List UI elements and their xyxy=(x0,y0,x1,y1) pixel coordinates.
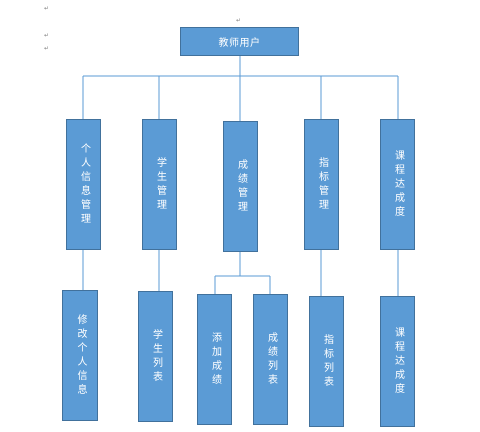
node-grade-management: 成绩管理 xyxy=(223,121,258,252)
node-label: 指标列表 xyxy=(321,333,333,390)
node-course-achievement-detail: 课程达成度 xyxy=(380,296,415,427)
node-student-management: 学生管理 xyxy=(142,119,177,250)
node-indicator-list: 指标列表 xyxy=(309,296,344,427)
node-label: 学生管理 xyxy=(154,156,166,213)
paragraph-mark: ↵ xyxy=(44,5,50,12)
node-indicator-management: 指标管理 xyxy=(304,119,339,250)
paragraph-mark: ↵ xyxy=(44,45,50,52)
node-label: 添加成绩 xyxy=(209,331,221,388)
node-label: 学生列表 xyxy=(150,328,162,385)
paragraph-mark: ↵ xyxy=(236,17,242,24)
node-student-list: 学生列表 xyxy=(138,291,173,422)
node-label: 个人信息管理 xyxy=(78,142,90,227)
node-add-grade: 添加成绩 xyxy=(197,294,232,425)
node-personal-info-management: 个人信息管理 xyxy=(66,119,101,250)
node-label: 指标管理 xyxy=(316,156,328,213)
root-node-label: 教师用户 xyxy=(218,38,261,49)
node-label: 成绩列表 xyxy=(265,331,277,388)
node-modify-personal-info: 修改个人信息 xyxy=(62,290,98,421)
node-grade-list: 成绩列表 xyxy=(253,294,288,425)
node-course-achievement: 课程达成度 xyxy=(380,119,415,250)
node-label: 课程达成度 xyxy=(392,326,404,397)
paragraph-mark: ↵ xyxy=(44,32,50,39)
node-label: 课程达成度 xyxy=(392,149,404,220)
root-node-teacher-user: 教师用户 xyxy=(180,27,299,56)
node-label: 成绩管理 xyxy=(235,158,247,215)
node-label: 修改个人信息 xyxy=(75,313,86,398)
